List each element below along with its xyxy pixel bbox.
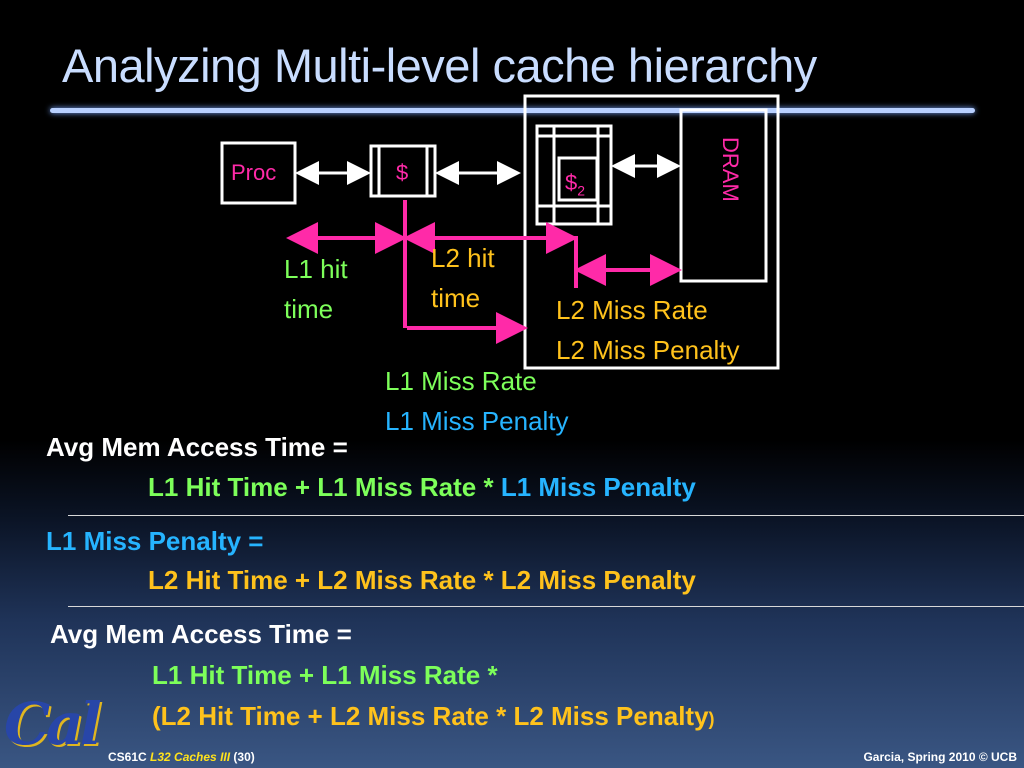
cal-logo: Cal — [4, 690, 102, 758]
eq1-lhs: Avg Mem Access Time = — [46, 432, 348, 462]
l1-cache-label: $ — [396, 160, 409, 185]
title-underline — [50, 108, 975, 113]
divider-2 — [68, 606, 1024, 607]
eq2-rhs: L2 Hit Time + L2 Miss Rate * L2 Miss Pen… — [148, 565, 696, 595]
l1-miss-penalty-label: L1 Miss Penalty — [385, 406, 569, 436]
l1-miss-rate-label: L1 Miss Rate — [385, 366, 537, 396]
eq3-lhs: Avg Mem Access Time = — [50, 619, 352, 649]
eq3-line2: (L2 Hit Time + L2 Miss Rate * L2 Miss Pe… — [152, 701, 715, 731]
dram-box — [679, 108, 768, 283]
proc-label: Proc — [231, 160, 277, 185]
footer-credit: Garcia, Spring 2010 © UCB — [863, 750, 1017, 764]
cache-hierarchy-diagram — [286, 108, 768, 344]
slide-title: Analyzing Multi-level cache hierarchy — [62, 39, 817, 92]
eq2-lhs: L1 Miss Penalty = — [46, 526, 264, 556]
footer-course: CS61C L32 Caches III (30) — [108, 750, 255, 764]
eq1-rhs: L1 Hit Time + L1 Miss Rate * L1 Miss Pen… — [148, 472, 696, 502]
divider-1 — [68, 515, 1024, 516]
l2-cache-label: $2 — [565, 170, 586, 199]
eq3-line1: L1 Hit Time + L1 Miss Rate * — [152, 660, 498, 690]
dram-label: DRAM — [718, 137, 743, 202]
